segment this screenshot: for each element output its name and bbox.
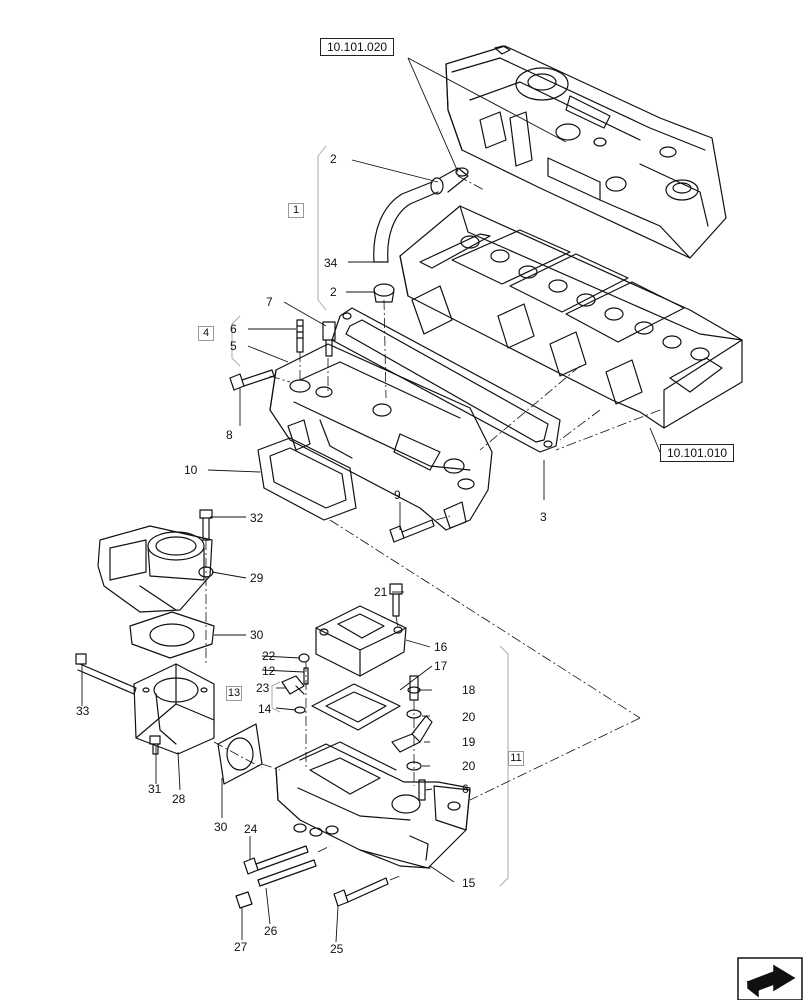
callout-18: 18 bbox=[462, 683, 476, 697]
bolt-31-drawing bbox=[149, 735, 161, 755]
callout-32: 32 bbox=[250, 511, 264, 525]
breather-hose-drawing bbox=[373, 167, 469, 303]
gasket-17-drawing bbox=[311, 683, 401, 731]
callout-17: 17 bbox=[434, 659, 448, 673]
callout-25: 25 bbox=[330, 942, 344, 956]
oring-14-drawing bbox=[294, 706, 306, 714]
callout-3: 3 bbox=[540, 510, 547, 524]
cover-16-drawing bbox=[315, 605, 407, 677]
callout-20-lower: 20 bbox=[462, 759, 476, 773]
callout-23: 23 bbox=[256, 681, 270, 695]
callout-8: 8 bbox=[226, 428, 233, 442]
bolt-9-drawing bbox=[389, 519, 435, 543]
callout-30-lower: 30 bbox=[214, 820, 228, 834]
callout-29: 29 bbox=[250, 571, 264, 585]
kit-1[interactable]: 1 bbox=[288, 203, 304, 218]
callout-34: 34 bbox=[324, 256, 338, 270]
callout-2-upper: 2 bbox=[330, 152, 337, 166]
callout-7: 7 bbox=[266, 295, 273, 309]
callout-6-upper: 6 bbox=[230, 322, 237, 336]
callout-27: 27 bbox=[234, 940, 248, 954]
elbow-19-drawing bbox=[391, 715, 433, 753]
kit-4[interactable]: 4 bbox=[198, 326, 214, 341]
bolt-24-drawing bbox=[243, 845, 309, 875]
callout-5: 5 bbox=[230, 339, 237, 353]
bolt-26-drawing bbox=[257, 859, 317, 887]
callout-14: 14 bbox=[258, 702, 272, 716]
leader-lines bbox=[81, 57, 661, 943]
sensor-7-drawing bbox=[322, 321, 336, 357]
callout-21: 21 bbox=[374, 585, 388, 599]
bolt-21-drawing bbox=[389, 583, 403, 617]
callout-20-upper: 20 bbox=[462, 710, 476, 724]
callout-6-lower: 6 bbox=[462, 782, 469, 796]
callout-30-upper: 30 bbox=[250, 628, 264, 642]
stud-6-lower-drawing bbox=[418, 779, 426, 801]
cylinder-head-drawing bbox=[399, 205, 743, 429]
callout-15: 15 bbox=[462, 876, 476, 890]
housing-15-drawing bbox=[275, 741, 471, 869]
callout-10: 10 bbox=[184, 463, 198, 477]
kit-brackets bbox=[231, 145, 509, 887]
callout-2-lower: 2 bbox=[330, 285, 337, 299]
manifold-gasket-drawing bbox=[331, 307, 561, 453]
bolt-32-drawing bbox=[199, 509, 213, 541]
callout-19: 19 bbox=[462, 735, 476, 749]
callout-22: 22 bbox=[262, 649, 276, 663]
next-page-arrow-icon[interactable] bbox=[738, 958, 802, 1000]
sensor-23-drawing bbox=[281, 675, 305, 695]
callout-16: 16 bbox=[434, 640, 448, 654]
ref-head-cover[interactable]: 10.101.020 bbox=[320, 38, 395, 56]
callout-24: 24 bbox=[244, 822, 258, 836]
callout-26: 26 bbox=[264, 924, 278, 938]
callout-12: 12 bbox=[262, 664, 276, 678]
nut-22-drawing bbox=[298, 653, 310, 663]
bolt-25-drawing bbox=[333, 877, 389, 907]
bolt-33-drawing bbox=[75, 653, 137, 695]
kit-11[interactable]: 11 bbox=[508, 751, 524, 766]
adapter-28-drawing bbox=[133, 663, 215, 755]
nut-27-drawing bbox=[235, 891, 253, 909]
intake-manifold-drawing bbox=[269, 343, 493, 531]
stud-6-drawing bbox=[296, 319, 304, 353]
throttle-gasket-lower-drawing bbox=[217, 723, 263, 785]
callout-28: 28 bbox=[172, 792, 186, 806]
throttle-gasket-upper-drawing bbox=[129, 611, 215, 659]
callout-9: 9 bbox=[394, 488, 401, 502]
center-lines bbox=[205, 175, 661, 881]
bolt-8-drawing bbox=[229, 369, 275, 391]
callout-31: 31 bbox=[148, 782, 162, 796]
ref-cylinder-head[interactable]: 10.101.010 bbox=[660, 444, 735, 462]
gasket-10-drawing bbox=[257, 437, 357, 521]
callout-33: 33 bbox=[76, 704, 90, 718]
nav-icon-drawing bbox=[737, 957, 803, 1000]
kit-13[interactable]: 13 bbox=[226, 686, 242, 701]
washer-12-drawing bbox=[303, 667, 309, 685]
throttle-body-drawing bbox=[97, 525, 214, 613]
head-cover-drawing bbox=[445, 45, 727, 259]
